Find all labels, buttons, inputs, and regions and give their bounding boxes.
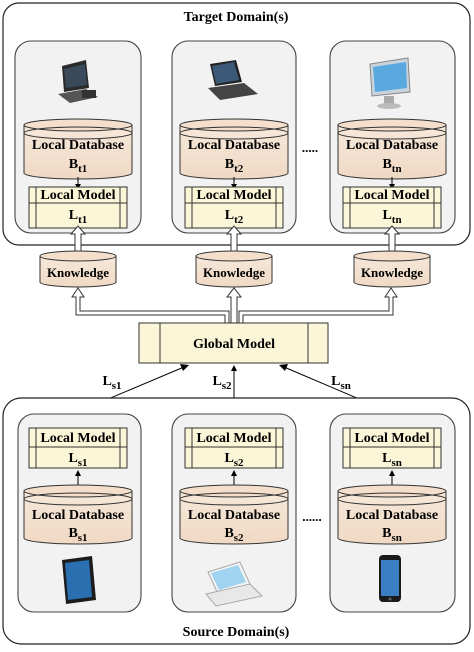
target-node-2: Local Database Bt2 Local Model Lt2 [171, 40, 297, 234]
target-model-n-label: Local Model [354, 188, 429, 203]
source-node-n: Local Model Lsn Local Database Bsn [329, 413, 456, 613]
target-model-1: Local Model Lt1 [28, 186, 128, 229]
source-db-2-label: Local Database [188, 508, 280, 523]
target-domain-title: Target Domain(s) [184, 10, 289, 25]
target-db-1-label: Local Database [32, 138, 124, 153]
knowledge-1: Knowledge [39, 250, 117, 288]
edge-label-s2: Ls2 [212, 374, 232, 392]
source-model-2: Local Model Ls2 [184, 427, 284, 469]
source-ellipsis: ...... [302, 509, 322, 524]
source-model-1: Local Model Ls1 [28, 427, 128, 469]
target-node-1: Local Database Bt1 Local Model Lt1 [14, 40, 142, 234]
target-db-n-label: Local Database [346, 138, 438, 153]
source-model-1-label: Local Model [40, 431, 115, 446]
source-model-n: Local Model Lsn [342, 427, 442, 469]
edge-label-sn: Lsn [331, 374, 351, 392]
target-db-n-symbol: Btn [382, 157, 401, 175]
source-db-2: Local Database Bs2 [179, 484, 289, 545]
target-model-2-label: Local Model [196, 188, 271, 203]
source-db-n-symbol: Bsn [382, 526, 402, 544]
global-model: Global Model [138, 322, 329, 364]
source-model-n-symbol: Lsn [382, 451, 402, 469]
global-model-label: Global Model [193, 337, 275, 352]
knowledge-1-label: Knowledge [47, 265, 109, 280]
target-model-n: Local Model Ltn [342, 186, 442, 229]
source-model-1-symbol: Ls1 [68, 451, 87, 469]
knowledge-n: Knowledge [353, 250, 431, 288]
source-model-n-label: Local Model [354, 431, 429, 446]
target-db-1: Local Database Bt1 [23, 118, 133, 180]
edge-label-s1: Ls1 [102, 374, 121, 392]
global-to-knowledge-arrow [71, 287, 230, 327]
monitor-icon [369, 57, 411, 109]
global-to-knowledge-arrow-right [238, 287, 398, 327]
source-db-2-symbol: Bs2 [224, 526, 244, 544]
smartphone-icon [379, 555, 401, 602]
source-model-2-label: Local Model [196, 431, 271, 446]
source-node-2: Local Model Ls2 Local Database Bs2 [171, 413, 297, 613]
source-node-1: Local Model Ls1 Local Database Bs1 [17, 413, 142, 613]
target-model-2-symbol: Lt2 [225, 208, 244, 226]
white-laptop-icon [205, 561, 264, 607]
target-node-n: Local Database Btn Local Model Ltn [329, 40, 456, 234]
target-db-2-label: Local Database [188, 138, 280, 153]
target-ellipsis: ..... [302, 140, 318, 155]
source-db-n: Local Database Bsn [337, 484, 447, 545]
target-db-1-symbol: Bt1 [69, 157, 88, 175]
target-model-2: Local Model Lt2 [184, 186, 284, 229]
source-db-1: Local Database Bs1 [23, 484, 133, 545]
target-model-1-symbol: Lt1 [69, 208, 88, 226]
target-db-2-symbol: Bt2 [225, 157, 244, 175]
knowledge-2: Knowledge [195, 250, 273, 288]
target-db-2: Local Database Bt2 [179, 118, 289, 180]
target-model-n-symbol: Ltn [382, 208, 401, 226]
desktop-computer-icon [58, 60, 98, 103]
laptop-icon [208, 60, 258, 100]
target-db-n: Local Database Btn [337, 118, 447, 180]
source-db-1-symbol: Bs1 [68, 526, 87, 544]
knowledge-n-label: Knowledge [361, 265, 423, 280]
source-db-n-label: Local Database [346, 508, 438, 523]
source-db-1-label: Local Database [32, 508, 124, 523]
target-model-1-label: Local Model [40, 188, 115, 203]
knowledge-2-label: Knowledge [203, 265, 265, 280]
global-to-knowledge-arrow-center [225, 287, 243, 327]
source-domain-title: Source Domain(s) [183, 625, 290, 640]
tablet-icon [62, 556, 96, 604]
source-model-2-symbol: Ls2 [224, 451, 244, 469]
